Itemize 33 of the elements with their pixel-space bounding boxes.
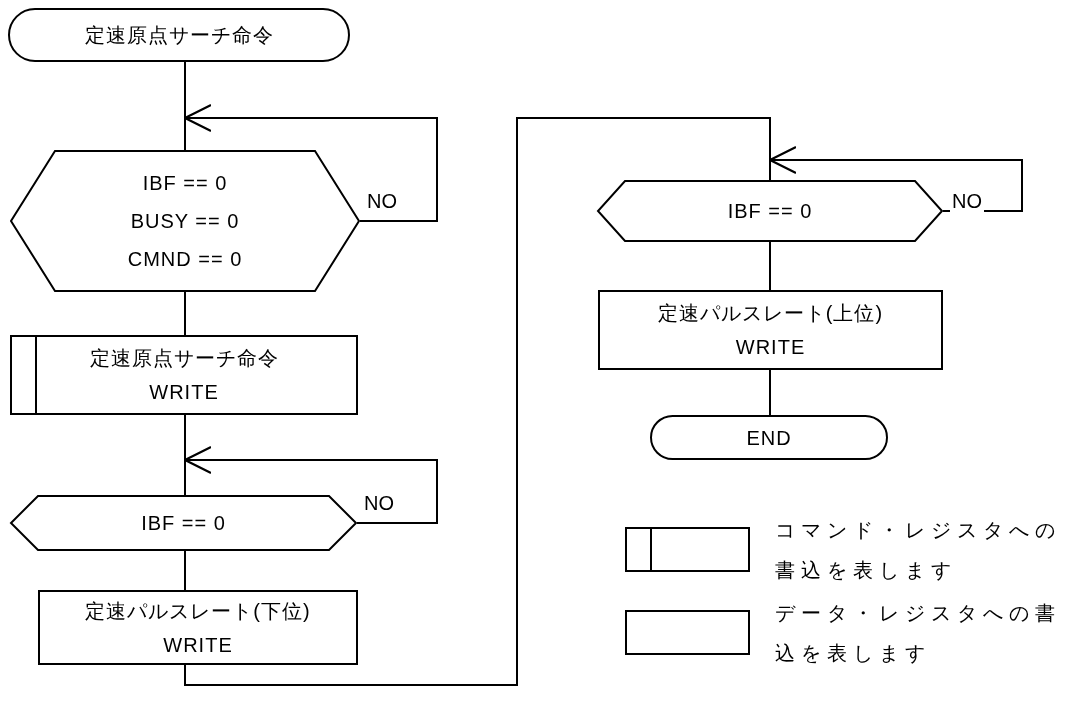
process-box	[38, 590, 358, 665]
legend-text: データ・レジスタへの書込を表します	[775, 601, 1062, 666]
flow-line	[769, 369, 771, 416]
node-text: BUSY == 0	[130, 209, 240, 233]
terminal-shape	[650, 415, 888, 460]
loop-arrow	[183, 445, 438, 524]
process-box	[598, 290, 943, 370]
flow-line	[769, 241, 771, 291]
legend-text: コマンド・レジスタへの書込を表します	[775, 518, 1062, 583]
node-text: 定速パルスレート(下位)	[85, 598, 311, 623]
loop-arrow	[183, 103, 438, 222]
node-text: WRITE	[163, 632, 233, 657]
flow-line	[184, 550, 186, 591]
flow-line	[184, 117, 771, 686]
node-text: CMND == 0	[127, 247, 243, 271]
loop-arrow	[768, 145, 1023, 212]
terminal-shape	[8, 8, 350, 62]
flow-line	[184, 291, 186, 336]
node-text: 定速原点サーチ命令	[84, 23, 274, 47]
node-text: 定速原点サーチ命令	[89, 346, 279, 370]
node-text: IBF == 0	[141, 511, 226, 535]
node-text: IBF == 0	[727, 199, 813, 223]
node-text: WRITE	[735, 335, 806, 359]
node-text: 定速パルスレート(上位)	[657, 301, 884, 325]
node-text: IBF == 0	[142, 171, 228, 195]
flow-line	[184, 61, 186, 151]
command-box	[10, 335, 358, 415]
decision-hexagon	[10, 495, 357, 551]
flow-line	[184, 414, 186, 496]
node-text: WRITE	[149, 380, 219, 404]
decision-hexagon	[10, 150, 360, 292]
decision-hexagon	[597, 180, 943, 242]
node-text: END	[746, 425, 792, 450]
